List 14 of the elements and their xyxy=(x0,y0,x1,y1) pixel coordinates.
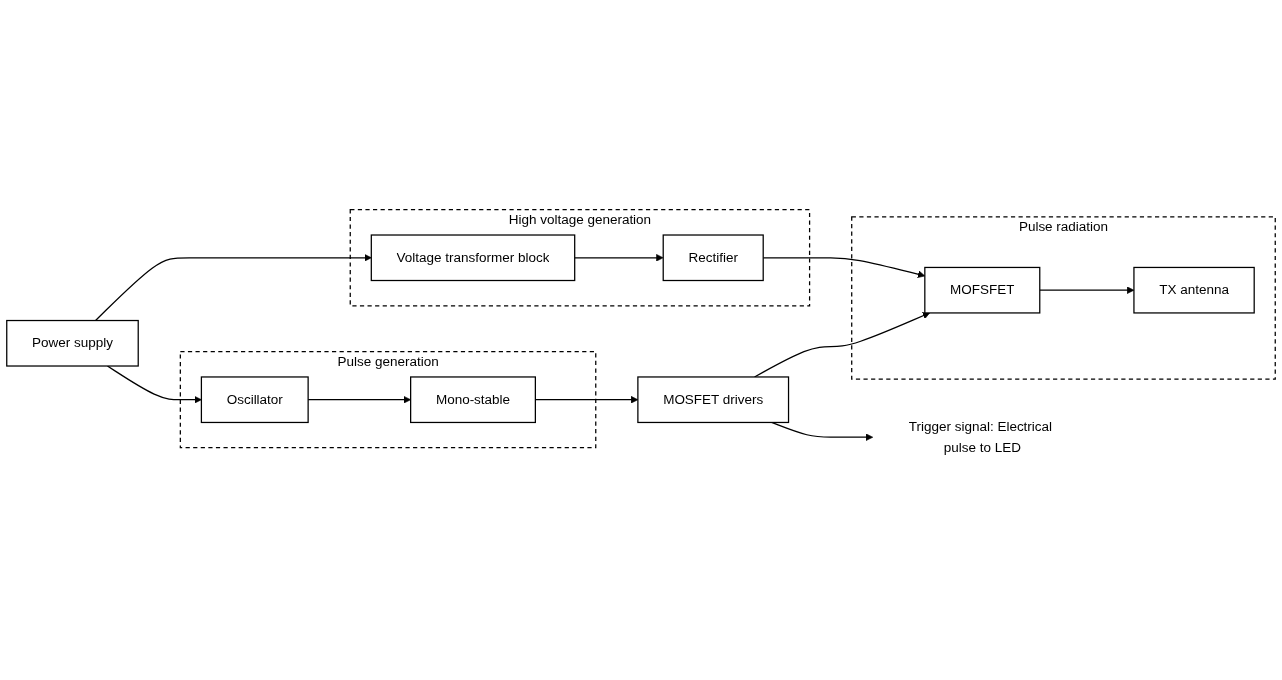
arrow xyxy=(106,365,202,404)
node-box: Mono-stable xyxy=(410,376,536,424)
node-text: Trigger signal: Electrical pulse to LED xyxy=(908,419,1053,455)
arrow xyxy=(771,421,874,441)
node-box: TX antenna xyxy=(1133,266,1255,314)
node-box: Rectifier xyxy=(662,234,764,282)
node-box: MOFSFET xyxy=(924,266,1041,314)
arrow xyxy=(753,312,930,378)
node-box: Oscillator xyxy=(200,376,309,424)
node-box: Voltage transformer block xyxy=(370,234,576,282)
arrow xyxy=(94,254,372,322)
node-box: Power supply xyxy=(6,320,139,367)
node-box: MOSFET drivers xyxy=(637,376,790,424)
arrow xyxy=(574,254,664,262)
